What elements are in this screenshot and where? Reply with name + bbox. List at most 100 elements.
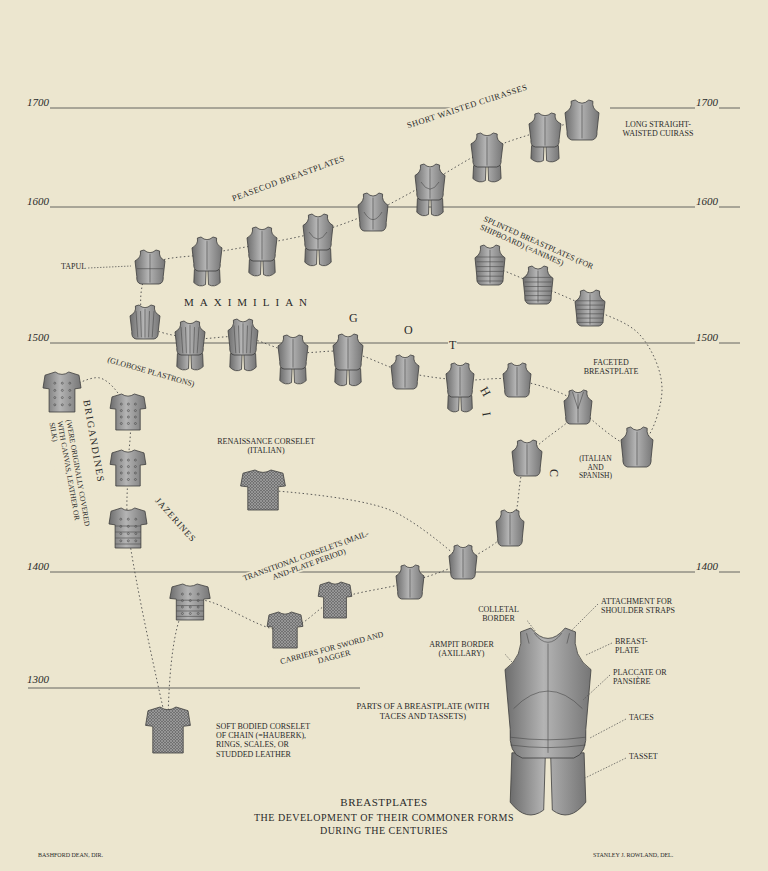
breastplate-body [110, 450, 146, 486]
century-label: 1600 [26, 195, 50, 208]
breastplate-detail [364, 198, 382, 230]
breastplate-detail [545, 117, 546, 146]
breastplate-detail [487, 137, 488, 166]
century-rule [28, 108, 460, 109]
annotation-label: SHORT WAISTED CUIRASSES [405, 82, 530, 131]
leader-line [586, 643, 612, 655]
breastplate-figure [0, 0, 303, 648]
breastplate-detail [460, 367, 461, 396]
breastplate-body [564, 390, 592, 424]
breastplate-figure [523, 266, 553, 304]
breastplate-figure [446, 363, 474, 412]
breastplate-detail [510, 514, 511, 544]
annotation-label: RENAISSANCE CORSELET (ITALIAN) [205, 437, 327, 455]
leader-lines [88, 266, 626, 778]
breastplate-body [109, 508, 147, 548]
breastplate-body [333, 334, 363, 370]
breastplate-body [358, 193, 388, 231]
century-rule [28, 343, 740, 344]
breastplate-body [267, 612, 303, 648]
breastplate-figure [110, 450, 146, 486]
annotation-label: FACETED BREASTPLATE [575, 358, 647, 376]
breastplate-detail [181, 325, 199, 354]
breastplate-figure [512, 440, 542, 476]
annotation-label: TASSET [628, 752, 659, 761]
leader-line [585, 758, 626, 778]
breastplate-body [505, 628, 591, 758]
breastplate-figure [135, 250, 165, 284]
annotation-label: TAPUL [60, 262, 87, 271]
century-rule [28, 688, 360, 689]
annotation-label: PEASECOD BREASTPLATES [230, 153, 347, 204]
breastplate-body [241, 470, 286, 510]
century-label: 1400 [26, 560, 50, 573]
century-label: 1600 [695, 195, 719, 208]
diagram-caption: THE DEVELOPMENT OF THEIR COMMONER FORMS … [239, 812, 529, 837]
breastplate-detail [405, 359, 406, 388]
breastplate-detail [572, 392, 583, 423]
diagram-title: BREASTPLATES [234, 796, 534, 810]
tasset-shape [510, 753, 586, 815]
annotation-label: MAXIMILIAN [183, 296, 314, 309]
annotation-label: COLLETAL BORDER [470, 605, 527, 623]
tasset-shape [249, 260, 275, 276]
breastplate-detail [582, 105, 583, 139]
century-label: 1300 [26, 673, 50, 686]
breastplate-body [135, 250, 165, 284]
breastplate-body [170, 584, 210, 620]
annotation-label: PARTS OF A BREASTPLATE (WITH TACES AND T… [352, 702, 494, 722]
breastplate-body [621, 427, 653, 467]
century-label: 1400 [695, 560, 719, 573]
annotation-label: H [476, 384, 493, 400]
annotation-label: SOFT BODIED CORSELET OF CHAIN (=HAUBERK)… [215, 722, 322, 759]
breastplate-figure [449, 545, 477, 579]
breastplate-figure [564, 390, 592, 424]
annotation-label: O [403, 324, 414, 338]
breastplate-figure [358, 193, 388, 231]
leader-line [590, 719, 626, 738]
annotation-label: ATTACHMENT FOR SHOULDER STRAPS [600, 597, 694, 615]
annotation-label: LONG STRAIGHT-WAISTED CUIRASS [612, 120, 704, 138]
breastplate-figure [192, 237, 222, 286]
annotation-label: JAZERINES [152, 495, 198, 545]
century-label: 1500 [26, 331, 50, 344]
lineage-line [62, 378, 168, 730]
breastplate-figure [109, 508, 147, 548]
breastplate-figure [247, 227, 277, 276]
annotation-label: BREAST-PLATE [614, 637, 664, 655]
breastplate-body [391, 355, 419, 389]
annotation-label: STANLEY J. ROWLAND, DEL. [592, 852, 674, 859]
breastplate-detail [517, 367, 518, 396]
breastplate-body [415, 164, 445, 200]
breastplate-figure [471, 133, 503, 182]
annotation-label: BRIGANDINES [81, 398, 107, 485]
breastplate-figure [391, 355, 419, 389]
breastplate-figure [278, 335, 308, 384]
tasset-shape [177, 354, 203, 370]
breastplate-detail [262, 231, 263, 260]
tasset-shape [230, 354, 256, 371]
breastplate-body [565, 100, 599, 140]
lineage-line [263, 490, 463, 562]
breastplate-figure [43, 372, 81, 412]
breastplate-detail [115, 518, 141, 544]
breastplate-body [43, 372, 81, 412]
breastplate-figure [333, 334, 363, 386]
tasset-shape [473, 166, 501, 182]
breastplate-figure [0, 0, 285, 510]
breastplate-figure [575, 290, 605, 326]
breastplate-detail [137, 254, 163, 283]
breastplate-detail [463, 549, 464, 578]
breastplate-detail [421, 168, 439, 198]
breastplate-body [512, 440, 542, 476]
annotation-label: T [448, 339, 457, 353]
breastplate-body [471, 133, 503, 167]
annotation-label: TRANSITIONAL CORSELETS (MAIL-AND-PLATE P… [240, 528, 375, 592]
annotation-label: C [546, 468, 560, 478]
breastplate-detail [176, 593, 203, 616]
breastplate-detail [410, 569, 411, 598]
century-label: 1700 [26, 96, 50, 109]
breastplate-figure [396, 565, 424, 599]
breastplate-body [110, 394, 146, 430]
